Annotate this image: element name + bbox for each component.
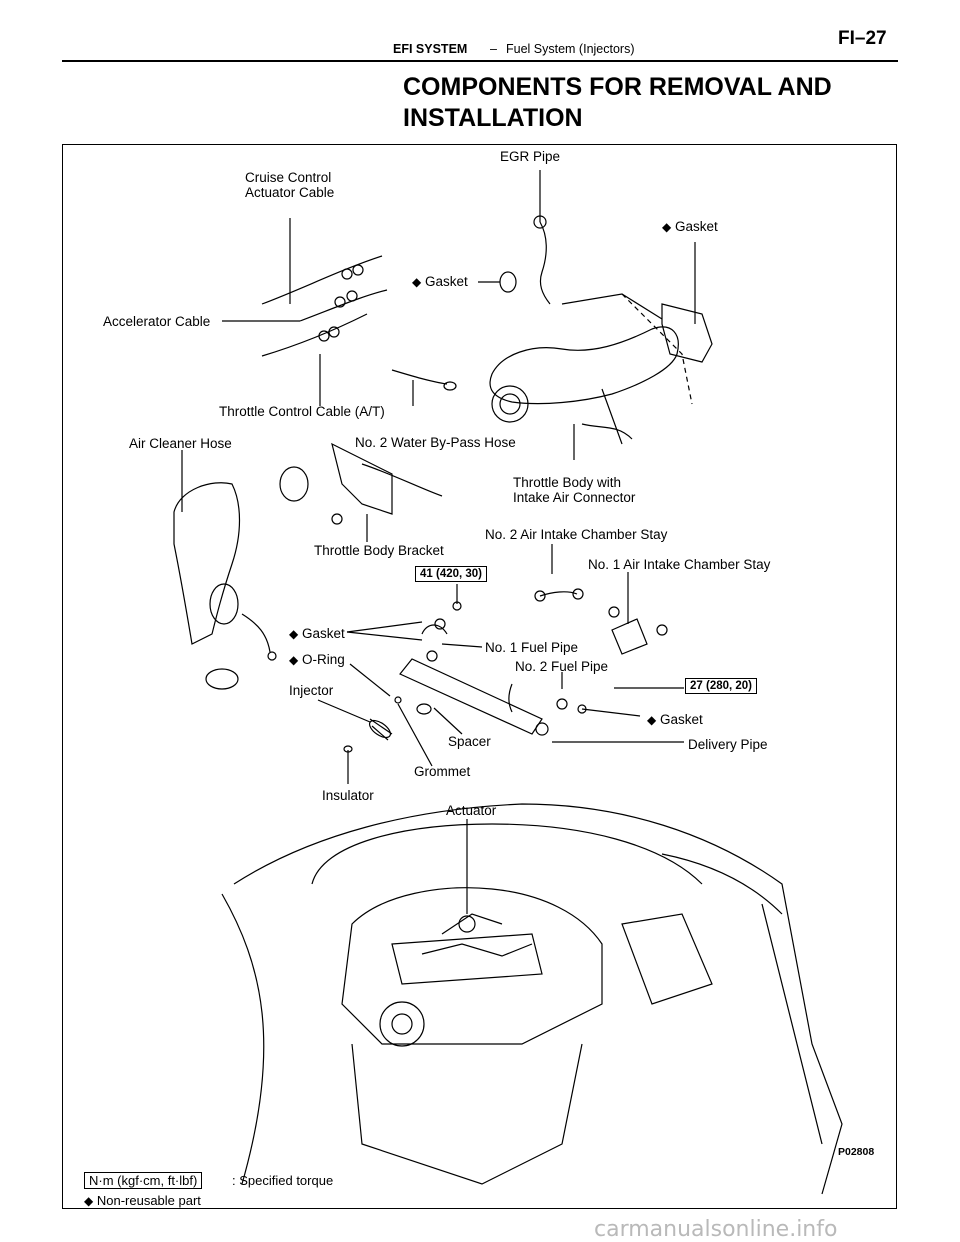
watermark: carmanualsonline.info [594,1217,838,1242]
label-throttle-body: Throttle Body with Intake Air Connector [513,475,636,505]
label-air-cleaner-hose: Air Cleaner Hose [129,436,232,451]
figure-frame [62,144,897,1209]
bracket-shape [331,442,393,515]
page-header: EFI SYSTEM – Fuel System (Injectors) FI–… [0,0,960,64]
label-gasket-right: ◆ Gasket [647,712,703,727]
label-gasket-top-right: ◆ Gasket [662,219,718,234]
egr-pipe-shape [539,221,551,305]
throttle-body-shape [489,326,679,405]
figure-id: P02808 [838,1146,875,1158]
nonreusable-icon: ◆ [289,653,299,667]
header-separator: – [490,42,497,56]
nonreusable-icon: ◆ [412,275,422,289]
delivery-pipe-shape [399,658,543,735]
car-hood-outline [233,803,843,1195]
label-no1-fuel-pipe: No. 1 Fuel Pipe [485,640,579,655]
page-number: FI–27 [838,28,887,49]
label-no2-fuel-pipe: No. 2 Fuel Pipe [515,659,609,674]
label-no1-chamber-stay: No. 1 Air Intake Chamber Stay [588,557,771,572]
engine-block [341,887,603,1045]
leader-gasket-r [581,708,641,717]
label-injector: Injector [289,683,334,698]
throttle-ctrl-cable [261,313,368,357]
label-egr-pipe: EGR Pipe [500,149,561,164]
leader-spacer [433,707,463,735]
leader-no1pipe [441,643,483,648]
accel-cable [299,289,388,322]
label-actuator: Actuator [446,803,497,818]
page-title: COMPONENTS FOR REMOVAL AND INSTALLATION [403,73,832,132]
legend-nonreusable: ◆ Non-reusable part [84,1193,201,1208]
no1-fuel-pipe-shape [421,624,448,635]
header-rule [62,60,898,62]
label-insulator: Insulator [322,788,374,803]
nonreusable-icon: ◆ [84,1194,94,1208]
label-o-ring: ◆ O-Ring [289,652,345,667]
water-hose-shape [391,369,448,385]
label-gasket-left: ◆ Gasket [289,626,345,641]
leader-gasket-l2 [346,631,423,641]
gasket-tr-shape [661,303,713,363]
air-cleaner-shape [173,482,241,645]
label-accelerator-cable: Accelerator Cable [103,314,211,329]
label-water-bypass-hose: No. 2 Water By-Pass Hose [355,435,516,450]
label-delivery-pipe: Delivery Pipe [688,737,768,752]
no1-stay-shape [611,618,648,655]
leader-gasket-l [346,621,423,633]
header-section: EFI SYSTEM [393,42,468,56]
cruise-cable [261,255,383,305]
label-cruise-control: Cruise Control Actuator Cable [245,170,335,200]
leader-oring [349,663,391,697]
label-spacer: Spacer [448,734,491,749]
leader-injector [317,699,371,723]
nonreusable-icon: ◆ [289,627,299,641]
no2-stay-shape [539,591,578,597]
label-no2-chamber-stay: No. 2 Air Intake Chamber Stay [485,527,668,542]
nonreusable-icon: ◆ [662,220,672,234]
label-gasket-top-mid: ◆ Gasket [412,274,468,289]
leader-grommet [397,703,433,767]
label-throttle-body-bracket: Throttle Body Bracket [314,543,444,558]
component-diagram [173,170,843,1195]
torque-spec-1: 41 (420, 30) [415,566,488,582]
label-throttle-control-cable: Throttle Control Cable (A/T) [219,404,385,419]
label-grommet: Grommet [414,764,471,779]
nonreusable-icon: ◆ [647,713,657,727]
torque-spec-2: 27 (280, 20) [685,678,758,694]
legend-torque-desc: : Specified torque [232,1173,334,1188]
header-subsection: Fuel System (Injectors) [506,42,635,56]
legend-torque-unit: N·m (kgf·cm, ft·lbf) [84,1172,203,1189]
